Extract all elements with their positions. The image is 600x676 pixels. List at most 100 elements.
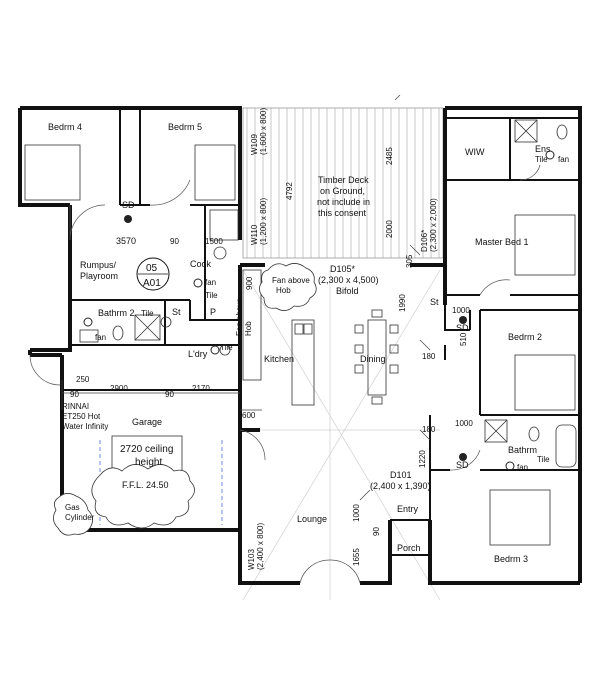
deck-label-1: Timber Deck <box>318 175 369 185</box>
dim-1655: 1655 <box>352 548 361 566</box>
d105-label-3: Bifold <box>336 286 359 296</box>
d105-label-2: (2,300 x 4,500) <box>318 275 379 285</box>
dim-90-top: 90 <box>170 237 179 246</box>
bath-fixtures <box>79 119 577 468</box>
room-cook: Cook <box>190 259 212 269</box>
room-rumpus-1: Rumpus/ <box>80 260 117 270</box>
fan-label-top: fan <box>205 278 216 287</box>
fan-label-b2: fan <box>95 333 106 342</box>
w110-label-1: W110 <box>250 224 259 245</box>
fan-cloud-label-1: Fan above <box>272 276 310 285</box>
rinnai-label-3: Water Infinity <box>62 422 108 431</box>
sd-label-top: SD <box>122 200 135 210</box>
dim-900: 900 <box>245 276 254 290</box>
room-ens: Ens <box>535 144 551 154</box>
room-dining: Dining <box>360 354 386 364</box>
sd-label-mid: SD <box>456 323 469 333</box>
section-marker <box>136 257 170 291</box>
dim-2485: 2485 <box>385 147 394 165</box>
room-bathrm: Bathrm <box>508 445 537 455</box>
room-master: Master Bed 1 <box>475 237 529 247</box>
dim-600: 600 <box>242 411 256 420</box>
tile-label-bath: Tile <box>537 455 550 464</box>
rinnai-label-1: RINNAI <box>62 402 89 411</box>
sd-dim-top: 3570 <box>116 236 136 246</box>
dim-90-v: 90 <box>372 527 381 536</box>
fan-hob-label-1: Fan above <box>235 298 244 336</box>
dim-2000: 2000 <box>385 220 394 238</box>
fan-label-bath: fan <box>517 463 528 472</box>
ceiling-label-2: height <box>135 457 162 468</box>
d105-label-1: D105* <box>330 264 356 274</box>
tile-label-top: Tile <box>205 291 218 300</box>
d101-label-2: (2,400 x 1,390) <box>370 481 431 491</box>
d106-label-1: D106* <box>420 230 429 252</box>
dim-2900: 2900 <box>110 384 128 393</box>
rinnai-label-2: ET250 Hot <box>62 412 101 421</box>
d101-label-1: D101 <box>390 470 412 480</box>
d106-label-2: (2,300 x 2,000) <box>429 198 438 252</box>
dim-1990: 1990 <box>398 294 407 312</box>
dim-1000-v: 1000 <box>352 504 361 522</box>
room-bedrm4: Bedrm 4 <box>48 122 82 132</box>
ffl-label: F.F.L. 24.50 <box>122 480 169 490</box>
cloud-fan-hob <box>259 263 317 311</box>
cloud-ffl <box>91 464 195 529</box>
room-rumpus-2: Playroom <box>80 271 118 281</box>
dim-250: 250 <box>76 375 90 384</box>
w109-label-1: W109 <box>250 134 259 155</box>
section-marker-bottom: A01 <box>143 278 161 289</box>
dim-90-mid: 90 <box>165 390 174 399</box>
tile-label-ldry: Tile <box>220 343 233 352</box>
deck-label-4: this consent <box>318 208 367 218</box>
dim-1500: 1500 <box>205 237 223 246</box>
dimension-lines <box>61 94 431 501</box>
room-bedrm2: Bedrm 2 <box>508 332 542 342</box>
dim-4792: 4792 <box>285 182 294 200</box>
dim-510: 510 <box>459 332 468 346</box>
dim-305: 305 <box>405 254 414 268</box>
construction-lines <box>242 269 441 601</box>
dim-1000-low: 1000 <box>455 419 473 428</box>
door-swings <box>29 164 541 584</box>
benches <box>160 209 262 381</box>
fan-cloud-label-2: Hob <box>276 286 291 295</box>
room-lounge: Lounge <box>297 514 327 524</box>
fan-hob-label-2: Hob <box>244 321 253 336</box>
room-bedrm5: Bedrm 5 <box>168 122 202 132</box>
room-wiw: WIW <box>465 147 485 157</box>
gas-label-2: Cylinder <box>65 513 95 522</box>
dim-1000-top: 1000 <box>452 306 470 315</box>
deck-label-2: on Ground, <box>320 186 365 196</box>
room-garage: Garage <box>132 417 162 427</box>
room-entry: Entry <box>397 504 419 514</box>
room-kitchen: Kitchen <box>264 354 294 364</box>
kitchen-island <box>291 319 315 406</box>
tile-label-b2: Tile <box>141 309 154 318</box>
dim-180-top: 180 <box>422 352 436 361</box>
gas-label-1: Gas <box>65 503 80 512</box>
dining-table <box>354 309 399 405</box>
w103-label-2: (2,400 x 800) <box>256 523 265 570</box>
room-p: P <box>210 307 216 317</box>
dim-180-low: 180 <box>422 425 436 434</box>
ceiling-label-1: 2720 ceiling <box>120 444 173 455</box>
dim-2170: 2170 <box>192 384 210 393</box>
dim-1220: 1220 <box>418 450 427 468</box>
room-st-left: St <box>172 307 181 317</box>
room-st-right: St <box>430 297 439 307</box>
room-bedrm3: Bedrm 3 <box>494 554 528 564</box>
section-marker-top: 05 <box>146 263 158 274</box>
room-porch: Porch <box>397 543 421 553</box>
tile-label-ens: Tile <box>535 155 548 164</box>
w110-label-2: (1,200 x 800) <box>259 198 268 245</box>
dim-90-g: 90 <box>70 390 79 399</box>
cloud-gas <box>53 493 93 536</box>
room-bathrm2: Bathrm 2 <box>98 308 135 318</box>
detectors <box>83 150 555 471</box>
w109-label-2: (1,600 x 800) <box>259 108 268 155</box>
fan-label-ens: fan <box>558 155 569 164</box>
w103-label-1: W103 <box>247 549 256 570</box>
timber-deck-hatch <box>242 107 444 259</box>
